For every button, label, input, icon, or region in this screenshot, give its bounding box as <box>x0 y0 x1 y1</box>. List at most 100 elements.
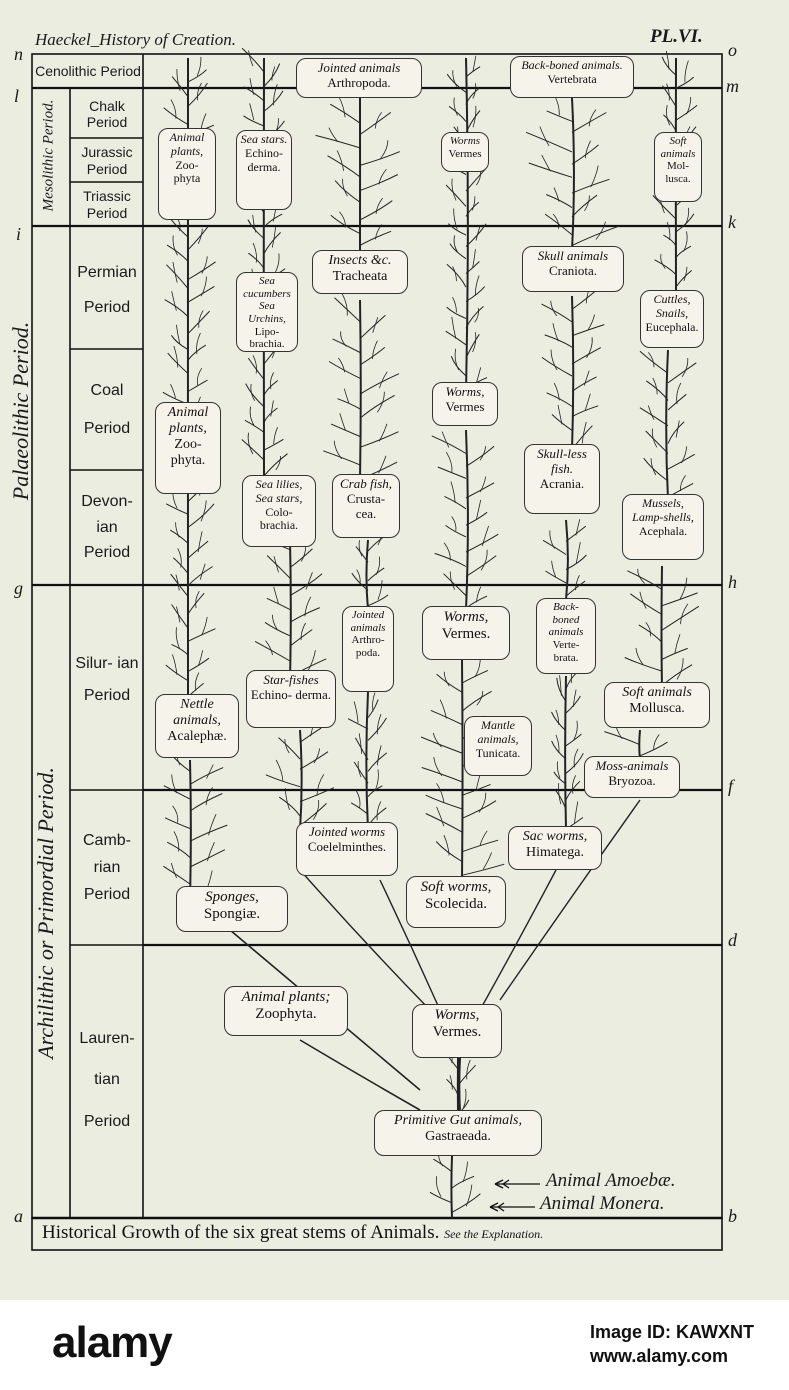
branch <box>358 540 363 557</box>
watermark-footer <box>0 1300 789 1390</box>
branch <box>675 105 698 121</box>
label-tunicata: Mantle animals,Tunicata. <box>464 716 532 776</box>
branch <box>272 614 278 631</box>
label-eucephala: Cuttles, Snails,Eucephala. <box>640 290 704 348</box>
branch <box>553 187 560 202</box>
label-zoophyta-3: Animal plants;Zoophyta. <box>224 986 348 1036</box>
branch <box>550 300 558 317</box>
branch <box>171 291 177 311</box>
branch <box>379 140 389 160</box>
branch <box>571 347 602 365</box>
branch <box>584 140 591 159</box>
branch <box>359 111 392 135</box>
branch <box>378 168 387 185</box>
branch <box>359 230 392 246</box>
branch <box>172 654 178 675</box>
branch <box>556 677 567 702</box>
branch <box>449 1075 453 1090</box>
branch <box>367 594 389 607</box>
branch <box>435 1176 442 1197</box>
branch <box>289 607 320 623</box>
branch <box>465 223 487 247</box>
branch <box>200 500 207 522</box>
branch <box>241 47 265 73</box>
period-coal: Coal Period <box>83 381 131 437</box>
image-id: Image ID: KAWXNT <box>590 1322 755 1342</box>
branch <box>453 97 458 116</box>
branch <box>430 709 463 725</box>
branch <box>675 420 680 438</box>
plate <box>0 0 789 1300</box>
branch <box>453 235 459 253</box>
branch <box>434 552 467 567</box>
branch <box>350 802 369 815</box>
branch <box>627 570 663 590</box>
branch <box>433 1158 453 1173</box>
branch <box>173 831 180 852</box>
branch <box>329 103 361 124</box>
branch <box>441 431 450 448</box>
branch <box>476 499 482 520</box>
branch <box>639 591 647 609</box>
branch <box>284 738 290 754</box>
branch <box>173 345 179 368</box>
branch <box>542 539 567 555</box>
label-echinoderma-1: Sea stars.Echino- derma. <box>236 130 292 210</box>
caption-main: Historical Growth of the six great stems… <box>42 1222 440 1243</box>
branch <box>367 567 385 582</box>
branch <box>556 761 561 779</box>
branch <box>544 213 573 236</box>
branch <box>474 307 480 323</box>
label-animal-monera: Animal Monera. <box>540 1193 665 1214</box>
branch <box>379 371 388 389</box>
branch <box>458 1057 461 1113</box>
branch <box>575 519 581 536</box>
branch <box>553 771 567 785</box>
edge-letter-d: d <box>728 930 737 950</box>
branch <box>429 1191 453 1204</box>
branch <box>376 714 382 735</box>
branch <box>263 232 281 254</box>
branch <box>451 1193 481 1213</box>
branch <box>557 405 563 425</box>
branch <box>663 114 677 132</box>
branch <box>254 640 291 662</box>
label-crustacea: Crab fish,Crusta- cea. <box>332 474 400 538</box>
branch <box>273 586 279 604</box>
branch <box>445 330 467 346</box>
branch <box>359 151 400 166</box>
branch <box>375 111 382 129</box>
period-permian: Permian Period <box>77 263 137 316</box>
branch <box>683 231 688 252</box>
period-chalk: Chalk Period <box>86 97 128 130</box>
branch <box>175 627 181 650</box>
branch <box>463 1088 467 1109</box>
branch <box>328 127 339 143</box>
branch <box>445 525 467 538</box>
branch <box>573 720 578 740</box>
branch <box>449 571 456 590</box>
branch <box>176 324 181 344</box>
branch <box>448 105 467 122</box>
branch <box>461 863 505 876</box>
label-vermes-3: Worms,Vermes. <box>422 606 510 660</box>
branch <box>266 597 291 611</box>
branch <box>372 692 376 712</box>
branch <box>359 299 362 481</box>
label-lipobrachia: Sea cucumbers Sea Urchins,Lipo- brachia. <box>236 272 298 352</box>
branch <box>541 154 551 172</box>
branch <box>342 178 348 197</box>
branch <box>675 270 693 288</box>
label-scolecida: Soft worms,Scolecida. <box>406 876 506 928</box>
branch <box>454 348 459 371</box>
label-animal-amoebae: Animal Amoebæ. <box>546 1170 676 1191</box>
branch <box>198 650 204 666</box>
label-gastraeada: Primitive Gut animals,Gastraeada. <box>374 1110 542 1156</box>
branch <box>165 664 189 682</box>
branch <box>581 421 587 444</box>
branch <box>205 787 213 806</box>
